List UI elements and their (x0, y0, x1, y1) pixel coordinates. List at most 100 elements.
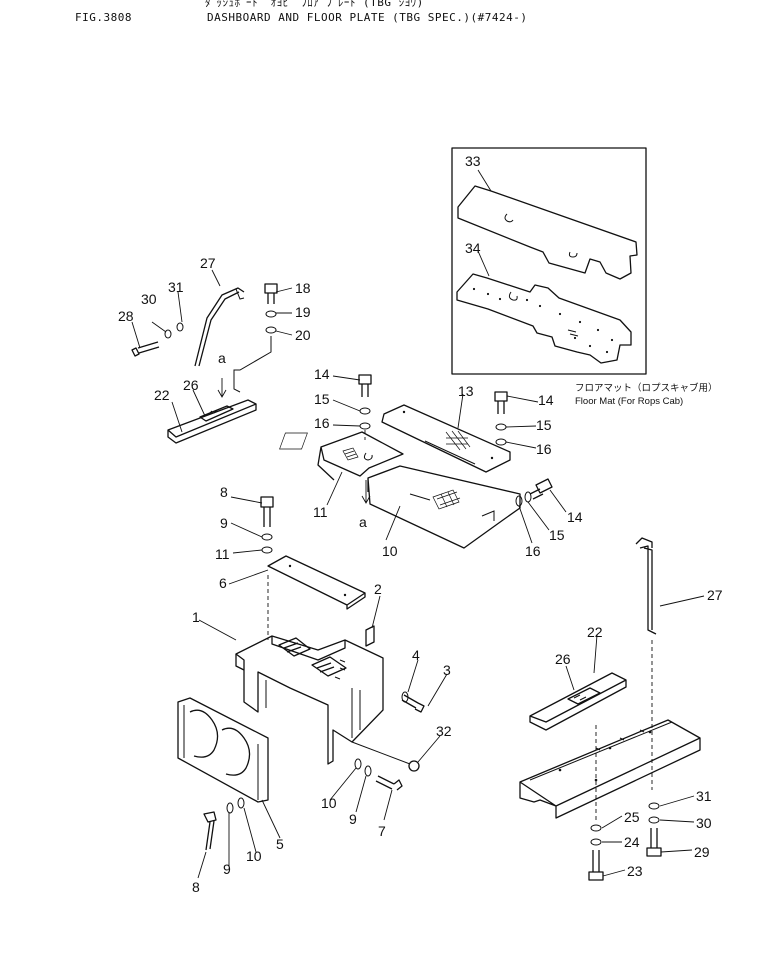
rod-detail-top-left (131, 283, 278, 444)
washer-10-right (354, 758, 362, 770)
callout-11: 10 (382, 543, 398, 559)
callout-13: 13 (458, 383, 474, 399)
washer-31-right (648, 802, 660, 810)
callout-2: 2 (374, 581, 382, 597)
floor-plate-12 (317, 431, 404, 481)
callout-34: 34 (465, 240, 481, 256)
callout-7: 7 (378, 823, 386, 839)
floor-mat-34 (456, 273, 632, 364)
bolt-18 (264, 283, 278, 294)
callout-a-top: a (218, 350, 226, 366)
washer-24 (590, 838, 602, 846)
bolt-28 (131, 341, 160, 357)
washer-10-top (261, 546, 273, 554)
figure-title: DASHBOARD AND FLOOR PLATE (TBG SPEC.)(#7… (207, 11, 528, 24)
bolt-23 (588, 850, 604, 881)
callout-a-mid: a (359, 514, 367, 530)
floor-strip-22-right (529, 672, 627, 731)
floor-mat-33 (457, 185, 638, 280)
washer-16-right (495, 438, 507, 446)
callout-28: 28 (118, 308, 134, 324)
callout-25: 25 (624, 809, 640, 825)
callout-10-right: 10 (321, 795, 337, 811)
callout-27: 27 (200, 255, 216, 271)
cover-plate-6 (267, 555, 366, 610)
dashboard-body-1 (235, 635, 384, 765)
callout-22-right: 22 (587, 624, 603, 640)
callout-16-b: 16 (536, 441, 552, 457)
floor-mat-inset (451, 147, 647, 375)
callout-9-right: 9 (349, 811, 357, 827)
callout-10-top: 11 (215, 546, 230, 562)
callout-12: 11 (313, 504, 328, 520)
callout-20: 20 (295, 327, 311, 343)
floor-strip-22 (167, 399, 257, 444)
callout-1: 1 (192, 609, 200, 625)
plate-26 (199, 405, 234, 422)
washer-30-right (648, 816, 660, 824)
callout-9-top: 9 (220, 515, 228, 531)
washer-9-right (364, 765, 372, 777)
floor-assembly-right (519, 537, 701, 881)
bolt-8-lower (203, 811, 217, 851)
floor-plate-main (519, 719, 701, 819)
rod-27 (194, 287, 245, 367)
washer-4 (401, 691, 409, 703)
callout-9-lower: 9 (223, 861, 231, 877)
dashboard-window-right (311, 656, 347, 677)
leader-lines (131, 269, 705, 879)
inset-caption-japanese: フロアマット（ロプスキャブ用） (575, 382, 718, 394)
washer-31 (176, 322, 184, 332)
bolt-29 (646, 828, 662, 857)
callout-labels: 33 34 27 31 30 28 18 19 20 a 26 22 14 15… (118, 153, 723, 895)
inset-caption-english: Floor Mat (For Rops Cab) (575, 396, 683, 407)
callout-26-right: 26 (555, 651, 571, 667)
washer-15-left (359, 407, 371, 415)
callout-14-b: 14 (538, 392, 554, 408)
callout-32: 32 (436, 723, 452, 739)
washer-16-side (515, 495, 523, 507)
callout-3: 3 (443, 662, 451, 678)
bolt-8-top (260, 496, 274, 508)
nut-32 (408, 760, 420, 772)
callout-5: 5 (276, 836, 284, 852)
washer-15-side (524, 491, 532, 503)
callout-14-a: 14 (314, 366, 330, 382)
washer-19 (265, 310, 277, 318)
japanese-title: ﾀﾞｯｼｭﾎﾞｰﾄﾞ ｵﾖﾋﾞ ﾌﾛｱ ﾌﾟﾚｰﾄ (TBG ｼﾖｳ) (205, 0, 424, 9)
blower-housing-5 (177, 697, 269, 803)
callout-22: 22 (154, 387, 170, 403)
washer-9-lower (226, 802, 234, 814)
bolt-14-left (358, 374, 372, 385)
rod-27-right (635, 537, 657, 635)
plate-26-right (567, 687, 601, 705)
callout-27-right: 27 (707, 587, 723, 603)
floor-plate-13 (381, 404, 511, 473)
floor-plates-middle (279, 374, 553, 549)
dashboard-assembly (177, 496, 425, 851)
callout-26: 26 (183, 377, 199, 393)
callout-6: 6 (219, 575, 227, 591)
floor-plate-11 (367, 465, 521, 549)
figure-number: FIG.3808 (75, 11, 132, 24)
callout-31-right: 31 (696, 788, 712, 804)
callout-18: 18 (295, 280, 311, 296)
bolt-7 (375, 775, 403, 791)
callout-4: 4 (412, 647, 420, 663)
callout-33: 33 (465, 153, 481, 169)
bolt-14-side (529, 478, 553, 500)
washer-25 (590, 824, 602, 832)
callout-23: 23 (627, 863, 643, 879)
callout-29: 29 (694, 844, 710, 860)
callout-15-c: 15 (549, 527, 565, 543)
callout-16-c: 16 (525, 543, 541, 559)
callout-31: 31 (168, 279, 184, 295)
callout-24: 24 (624, 834, 640, 850)
callout-10-lower: 10 (246, 848, 262, 864)
washer-15-right (495, 423, 507, 431)
inset-frame (451, 147, 647, 375)
washer-30 (164, 329, 172, 339)
callout-15-a: 15 (314, 391, 330, 407)
